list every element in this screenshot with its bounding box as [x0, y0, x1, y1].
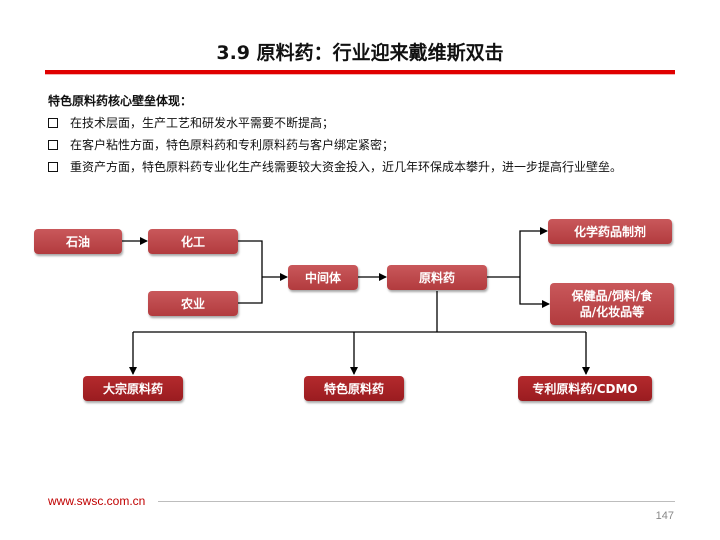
arrow-to-formulation — [519, 227, 548, 277]
square-bullet-icon — [48, 162, 58, 172]
bullet-item: 重资产方面，特色原料药专业化生产线需要较大资金投入，近几年环保成本攀升，进一步提… — [48, 158, 678, 176]
title-divider-shadow — [45, 74, 675, 75]
page-number: 147 — [655, 510, 674, 522]
bullet-list: 在技术层面，生产工艺和研发水平需要不断提高； 在客户粘性方面，特色原料药和专利原… — [48, 114, 678, 180]
bullet-text: 重资产方面，特色原料药专业化生产线需要较大资金投入，近几年环保成本攀升，进一步提… — [70, 160, 623, 174]
node-health-products: 保健品/饲料/食品/化妆品等 — [550, 283, 674, 325]
node-intermediate: 中间体 — [288, 265, 358, 290]
node-bulk-api: 大宗原料药 — [83, 376, 183, 401]
square-bullet-icon — [48, 140, 58, 150]
node-petroleum: 石油 — [34, 229, 122, 254]
node-api: 原料药 — [387, 265, 487, 290]
footer-divider — [158, 501, 675, 502]
footer-website-link[interactable]: www.swsc.com.cn — [48, 494, 146, 508]
connector-chemical — [238, 240, 263, 277]
bullet-item: 在技术层面，生产工艺和研发水平需要不断提高； — [48, 114, 678, 132]
intro-heading: 特色原料药核心壁垒体现： — [48, 94, 193, 108]
node-patent-api: 专利原料药/CDMO — [518, 376, 652, 401]
node-specialty-api: 特色原料药 — [304, 376, 404, 401]
connector-agriculture — [238, 277, 263, 304]
bullet-text: 在客户粘性方面，特色原料药和专利原料药与客户绑定紧密； — [70, 138, 395, 152]
slide-title: 3.9 原料药：行业迎来戴维斯双击 — [216, 42, 504, 64]
bullet-text: 在技术层面，生产工艺和研发水平需要不断提高； — [70, 116, 335, 130]
arrow-to-health-products — [519, 277, 550, 308]
bullet-item: 在客户粘性方面，特色原料药和专利原料药与客户绑定紧密； — [48, 136, 678, 154]
title-divider — [45, 70, 675, 74]
node-chemical: 化工 — [148, 229, 238, 254]
square-bullet-icon — [48, 118, 58, 128]
node-agriculture: 农业 — [148, 291, 238, 316]
node-formulation: 化学药品制剂 — [548, 219, 672, 244]
